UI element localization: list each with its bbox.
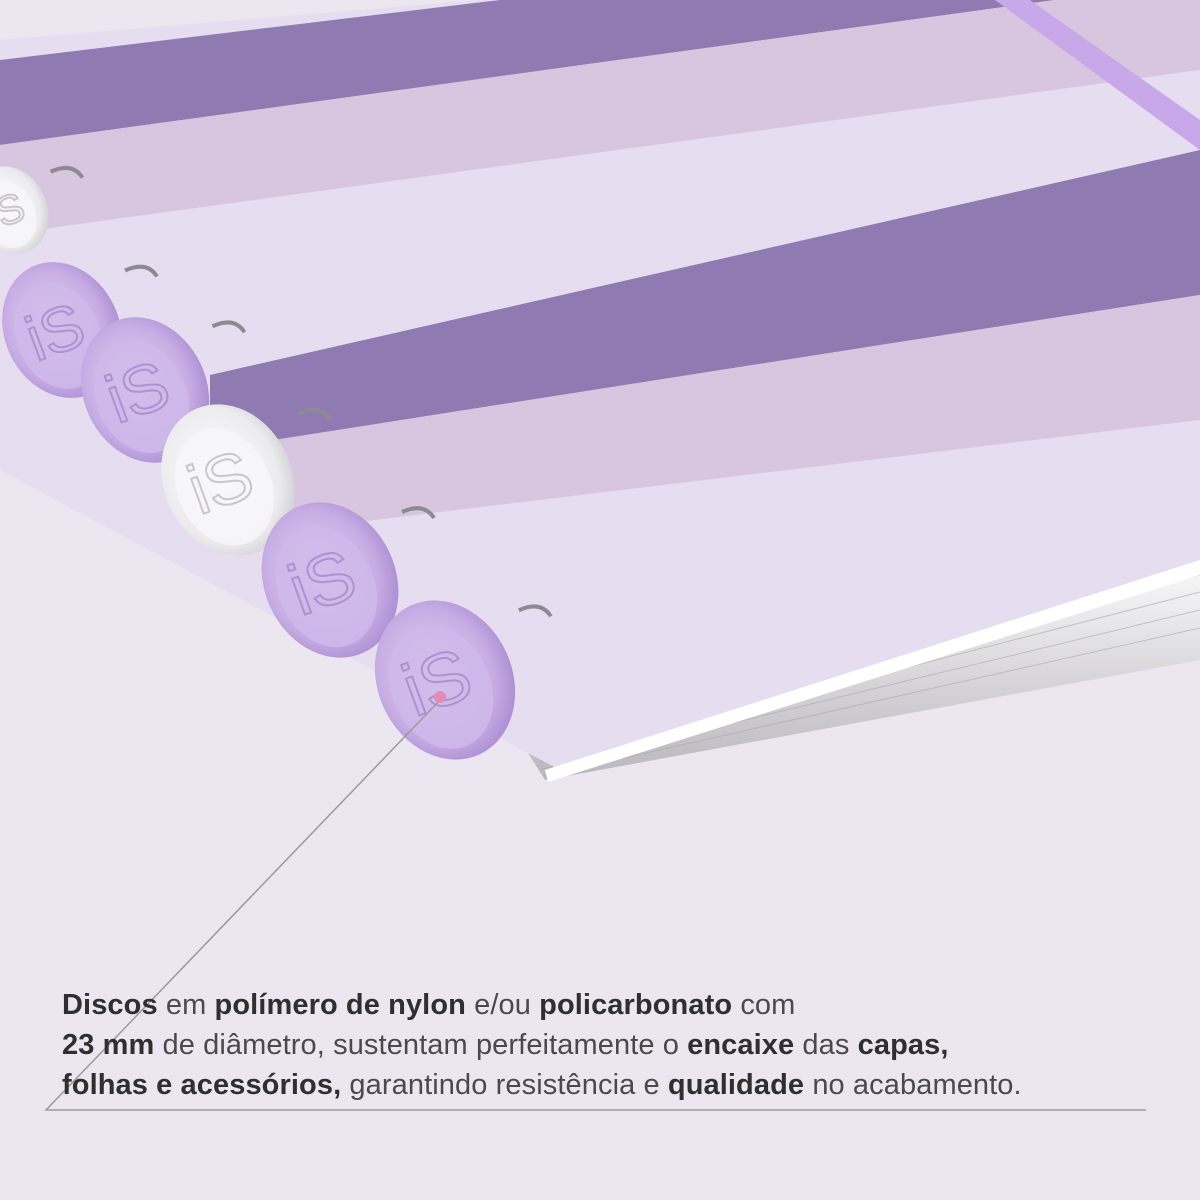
- elastic-band: [995, 0, 1200, 150]
- caption-line1-run-1: em: [157, 989, 215, 1021]
- caption-line3-run-3: no acabamento.: [804, 1069, 1022, 1101]
- binding-disc: iS: [161, 404, 332, 556]
- feature-caption: Discos em polímero de nylon e/ou policar…: [62, 985, 1172, 1105]
- striped-cover: [0, 0, 1200, 540]
- callout-line: [44, 699, 1146, 1111]
- caption-line1-run-0: Discos: [62, 989, 158, 1021]
- caption-line1-run-3: e/ou: [465, 989, 540, 1021]
- binding-disc: iS: [374, 600, 553, 760]
- caption-line2-run-2: encaixe: [687, 1029, 795, 1061]
- caption-line2-run-0: 23 mm: [62, 1029, 155, 1061]
- caption-line3-run-2: qualidade: [667, 1069, 805, 1101]
- cover-edge: [545, 560, 1200, 782]
- caption-line1-run-2: polímero de nylon: [214, 989, 466, 1021]
- binding-disc: iS: [261, 502, 436, 658]
- caption-line-3: folhas e acessórios, garantindo resistên…: [62, 1065, 1172, 1105]
- caption-line2-run-1: de diâmetro, sustentam perfeitamente o: [154, 1029, 688, 1061]
- caption-line-1: Discos em polímero de nylon e/ou policar…: [62, 985, 1172, 1025]
- caption-line3-run-0: folhas e acessórios,: [62, 1069, 342, 1101]
- caption-line1-run-4: policarbonato: [539, 989, 733, 1021]
- binding-disc: iS: [0, 165, 85, 254]
- pointer-dot: [434, 691, 446, 703]
- caption-line-2: 23 mm de diâmetro, sustentam perfeitamen…: [62, 1025, 1172, 1065]
- caption-line2-run-4: capas,: [857, 1029, 949, 1061]
- caption-line3-run-1: garantindo resistência e: [341, 1069, 668, 1101]
- caption-line1-run-5: com: [732, 989, 796, 1021]
- caption-line2-run-3: das: [794, 1029, 858, 1061]
